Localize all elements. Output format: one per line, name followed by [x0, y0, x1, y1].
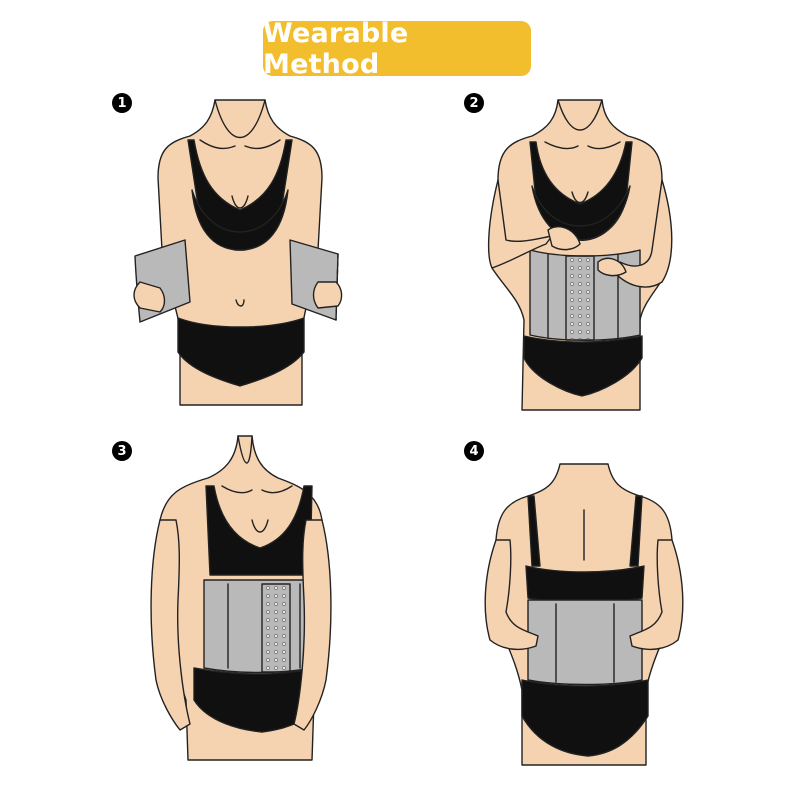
step-3-badge: 3 — [112, 441, 132, 461]
step-1-badge: 1 — [112, 93, 132, 113]
step-2-number: 2 — [469, 95, 479, 111]
step-4-badge: 4 — [464, 441, 484, 461]
title-text: Wearable Method — [263, 17, 409, 80]
figure-step-3 — [150, 435, 332, 761]
figure-step-2 — [487, 99, 673, 411]
step-1-number: 1 — [117, 95, 127, 111]
step-4-number: 4 — [469, 443, 479, 459]
step-2-badge: 2 — [464, 93, 484, 113]
figure-step-1 — [133, 99, 343, 406]
step-3-number: 3 — [117, 443, 127, 459]
title-badge: Wearable Method — [263, 18, 531, 80]
figure-step-4 — [484, 463, 684, 766]
